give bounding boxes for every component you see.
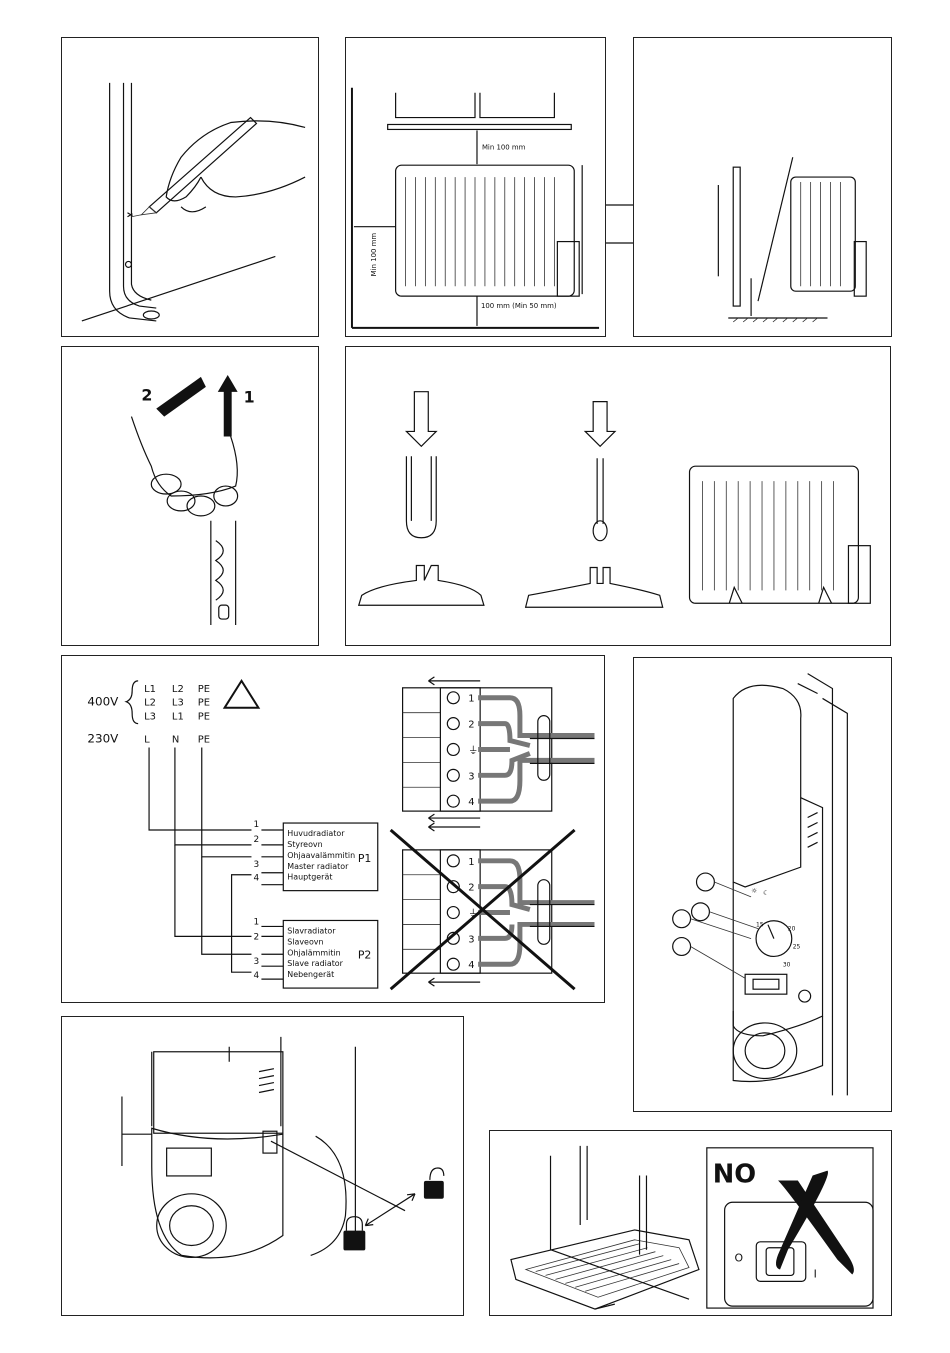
panel-side-view	[633, 37, 892, 337]
p1-pin-4: 4	[253, 874, 259, 884]
feet-assembly-illustration	[346, 347, 890, 645]
voltage-230: 230V	[87, 732, 119, 746]
min-side-label: Min 100 mm	[370, 233, 378, 277]
p1-line-2: Styreovn	[287, 840, 322, 849]
p1-pin-1: 1	[253, 820, 259, 830]
row3-c3: PE	[198, 712, 210, 723]
p1-pin-2: 2	[253, 835, 259, 845]
row230-c1: L	[144, 735, 150, 746]
p1-line-1: Huvudradiator	[287, 829, 345, 838]
distances-illustration: Min 100 mm Min 100 mm 100 mm (Min 50 mm)	[346, 38, 605, 336]
wiring-diagram: 400V L1 L2 PE L2 L3 PE L3 L1 PE L N PE 2…	[62, 656, 604, 1002]
p2-pin-1: 1	[253, 917, 259, 927]
p2-line-5: Nebengerät	[287, 970, 334, 979]
lock-switch[interactable]	[263, 1131, 277, 1153]
row1-c1: L1	[144, 684, 156, 695]
side-view-illustration	[634, 38, 891, 336]
p1-line-3: Ohjaavalämmitin	[287, 851, 355, 860]
mode-mark-moon: ☾	[763, 889, 769, 897]
panel-wiring: 400V L1 L2 PE L2 L3 PE L3 L1 PE L N PE 2…	[61, 655, 605, 1003]
panel-control: 15 20 25 30 ☼ ☾	[633, 657, 892, 1112]
bottom-label: 100 mm (Min 50 mm)	[481, 302, 557, 310]
term-top-4: 4	[468, 797, 474, 808]
p2-line-2: Slaveovn	[287, 937, 323, 946]
term-top-3: 3	[468, 771, 474, 782]
marking-illustration	[62, 38, 318, 336]
p1-line-4: Master radiator	[287, 862, 349, 871]
min-top-label: Min 100 mm	[482, 143, 526, 151]
p2-pin-4: 4	[253, 971, 259, 981]
step-1-label: 1	[244, 388, 255, 407]
panel-feet-assembly	[345, 346, 891, 646]
callout-1	[697, 873, 715, 891]
unlock-icon	[424, 1168, 444, 1199]
p2-line-1: Slavradiator	[287, 926, 336, 935]
term-top-earth: ⏚	[468, 744, 478, 756]
row230-c2: N	[172, 735, 179, 746]
panel-no: NO O I	[489, 1130, 892, 1316]
row230-c3: PE	[198, 735, 210, 746]
switch-on-label: I	[814, 1267, 817, 1280]
radiator-fins	[406, 177, 555, 286]
dial-mark-30: 30	[783, 961, 791, 968]
row2-c1: L2	[144, 698, 156, 709]
lift-illustration: 2 1	[62, 347, 318, 645]
panel-distances: Min 100 mm Min 100 mm 100 mm (Min 50 mm)	[345, 37, 606, 337]
p2-pin-2: 2	[253, 932, 259, 942]
callout-4	[673, 938, 691, 956]
mode-mark-sun: ☼	[751, 887, 757, 895]
panel-lift: 2 1	[61, 346, 319, 646]
step-2-label: 2	[141, 386, 152, 405]
row2-c3: PE	[198, 698, 210, 709]
panel-lock	[61, 1016, 464, 1316]
term-top-1: 1	[468, 694, 474, 705]
no-illustration: NO O I	[490, 1131, 891, 1315]
term-bottom-2: 2	[468, 883, 474, 894]
row3-c1: L3	[144, 712, 156, 723]
p1-pin-3: 3	[253, 860, 259, 870]
p1-line-5: Hauptgerät	[287, 873, 332, 882]
p2-pin-3: 3	[253, 957, 259, 967]
row1-c3: PE	[198, 684, 210, 695]
term-top-2: 2	[468, 720, 474, 731]
no-text: NO	[713, 1159, 756, 1189]
term-bottom-4: 4	[468, 960, 474, 971]
row2-c2: L3	[172, 698, 184, 709]
power-switch[interactable]	[745, 974, 787, 994]
callout-3	[673, 910, 691, 928]
row1-c2: L2	[172, 684, 184, 695]
switch-off-label: O	[735, 1252, 744, 1265]
term-bottom-3: 3	[468, 934, 474, 945]
dial-mark-20: 20	[788, 926, 796, 933]
p2-line-4: Slave radiator	[287, 959, 343, 968]
term-bottom-1: 1	[468, 857, 474, 868]
terminal-block-correct: 1 2 ⏚ 3 4	[403, 677, 595, 822]
terminal-block-wrong: 1 2 ⏚ 3 4	[391, 823, 595, 989]
voltage-400: 400V	[87, 695, 119, 709]
lock-icon	[343, 1217, 365, 1251]
warning-triangle-icon	[225, 681, 259, 708]
dial-mark-25: 25	[793, 944, 801, 951]
p2-line-3: Ohjalämmitin	[287, 948, 340, 957]
panel-marking	[61, 37, 319, 337]
p2-label: P2	[358, 948, 372, 961]
lock-illustration	[62, 1017, 463, 1315]
control-illustration: 15 20 25 30 ☼ ☾	[634, 658, 891, 1111]
callout-2	[692, 903, 710, 921]
row3-c2: L1	[172, 712, 184, 723]
p1-label: P1	[358, 852, 372, 865]
dial-mark-15: 15	[756, 922, 764, 929]
